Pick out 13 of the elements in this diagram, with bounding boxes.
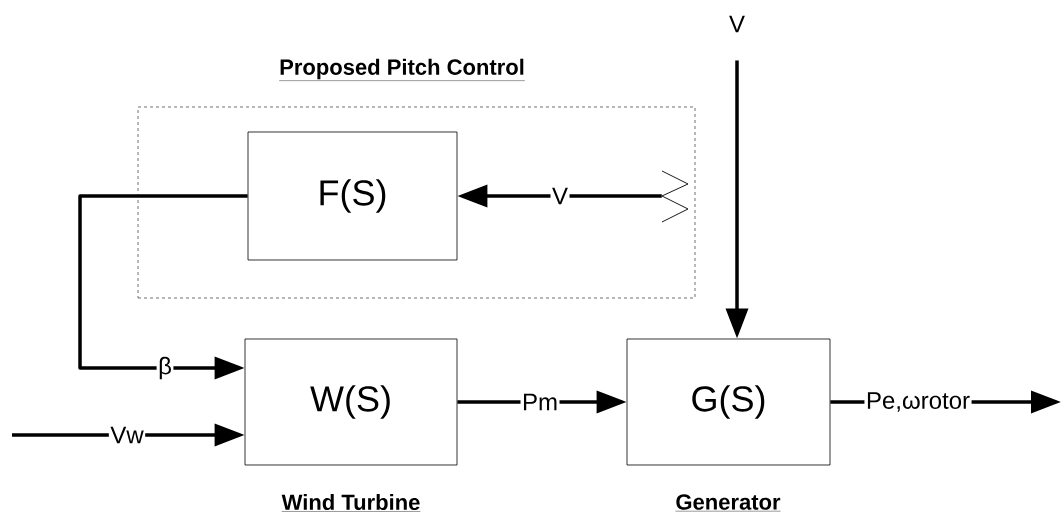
edge-label: Vw [108,425,146,445]
group-heading: Proposed Pitch Control [278,58,526,81]
signal-label: V [729,15,745,33]
block-heading: Generator [675,494,781,512]
edge-label: V [550,186,570,206]
block-heading: Wind Turbine [281,493,421,512]
block-box: F(S) [247,131,458,261]
edge-label: β [156,355,174,381]
block-box: W(S) [244,338,458,466]
edge-label: Pm [520,392,560,412]
block-box: G(S) [626,338,831,466]
break-symbol [661,170,689,223]
edge-label: Pe,ωrotor [864,390,972,414]
